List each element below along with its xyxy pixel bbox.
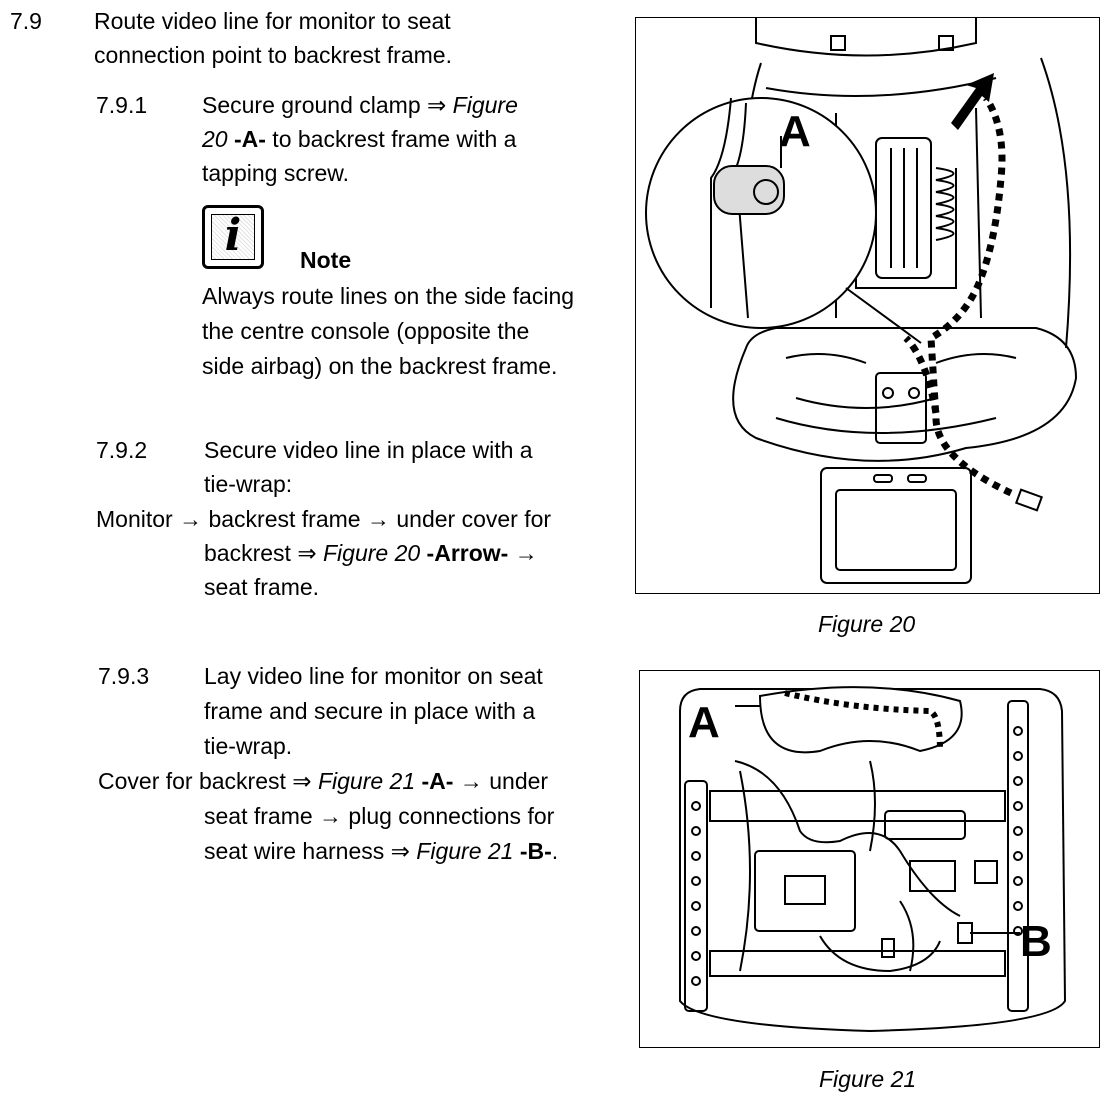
step-7-9-1-line2: 20 -A- to backrest frame with a (202, 122, 516, 156)
tag-b: -B- (513, 838, 552, 864)
text: → (508, 540, 538, 566)
info-icon-glyph: i (224, 210, 242, 261)
step-7-9-1-line3: tapping screw. (202, 160, 350, 186)
figure-20-link[interactable]: ⇒ Figure 20 (297, 540, 421, 566)
figure-21-illustration: A B (679, 686, 1067, 1033)
note-line1: Always route lines on the side facing (202, 283, 575, 309)
step-number-7-9-3: 7.9.3 (98, 663, 150, 689)
figure-20-link[interactable]: ⇒ Figure (427, 92, 518, 118)
tag-a: -A- (415, 768, 454, 794)
text: to backrest frame with a (265, 126, 517, 152)
tag-a: -A- (227, 126, 266, 152)
note-title: Note (300, 247, 352, 273)
figure-21-label-a: A (688, 698, 720, 747)
step-7-9-3-line2: frame and secure in place with a (204, 698, 536, 724)
step-7-9-2-route1: Monitor → backrest frame → under cover f… (96, 506, 552, 532)
figure-20-link-cont[interactable]: 20 (202, 126, 228, 152)
step-7-9-3-line1: Lay video line for monitor on seat (204, 663, 543, 689)
tag-arrow: -Arrow- (420, 540, 509, 566)
figure-21-link[interactable]: ⇒ Figure 21 (390, 838, 514, 864)
step-7-9-line1: Route video line for monitor to seat (94, 8, 451, 34)
info-icon: i (202, 205, 264, 269)
figure-21-caption: Figure 21 (819, 1066, 917, 1092)
text: Secure ground clamp (202, 92, 428, 118)
text: backrest (204, 540, 298, 566)
info-icon-background (211, 214, 255, 260)
step-7-9-3-route2: seat frame → plug connections for (204, 803, 555, 829)
step-7-9-2-route3: seat frame. (204, 574, 320, 600)
text: . (551, 838, 559, 864)
figure-20-label-a: A (779, 107, 811, 156)
step-number-7-9-2: 7.9.2 (96, 437, 148, 463)
figure-20-illustration: A (645, 18, 1078, 584)
step-7-9-1-line1: Secure ground clamp ⇒ Figure (202, 88, 518, 122)
figure-20-frame: A (635, 17, 1100, 594)
note-line3: side airbag) on the backrest frame. (202, 353, 558, 379)
step-7-9-2-route2: backrest ⇒ Figure 20 -Arrow- → (204, 536, 538, 570)
figure-20-caption: Figure 20 (818, 611, 916, 637)
text: Cover for backrest (98, 768, 293, 794)
step-7-9-3-route3: seat wire harness ⇒ Figure 21 -B-. (204, 834, 558, 868)
text: seat wire harness (204, 838, 391, 864)
step-7-9-3-route1: Cover for backrest ⇒ Figure 21 -A- → und… (98, 764, 548, 798)
text: → under (453, 768, 549, 794)
step-7-9-3-line3: tie-wrap. (204, 733, 293, 759)
step-number-7-9: 7.9 (10, 8, 42, 34)
figure-21-link[interactable]: ⇒ Figure 21 (292, 768, 416, 794)
figure-21-frame: A B (639, 670, 1100, 1048)
figure-21-label-b: B (1020, 917, 1052, 966)
step-number-7-9-1: 7.9.1 (96, 92, 148, 118)
note-line2: the centre console (opposite the (202, 318, 530, 344)
step-7-9-line2: connection point to backrest frame. (94, 42, 452, 68)
step-7-9-2-line2: tie-wrap: (204, 471, 293, 497)
step-7-9-2-line1: Secure video line in place with a (204, 437, 533, 463)
